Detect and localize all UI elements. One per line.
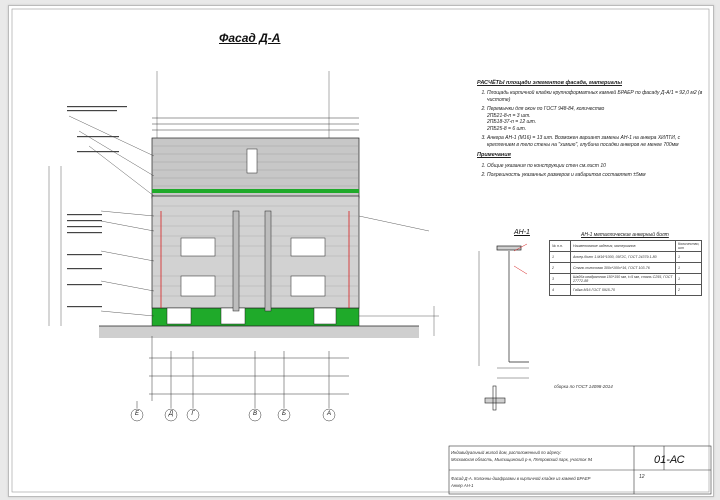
remark-item: Общие указания по конструкции стен см.ли… xyxy=(487,163,707,170)
axis-label-g: Г xyxy=(191,411,195,417)
sheet-title: Фасад Д-А xyxy=(219,31,281,45)
gost-note: сборка по ГОСТ 14098-2014 xyxy=(554,384,613,389)
sheet-number: 12 xyxy=(639,474,645,480)
left-leader-lines xyxy=(48,115,155,326)
notes-block: РАСЧЁТЫ площади элементов фасада, матери… xyxy=(477,80,707,182)
table-row: 1 Анкер-болт 1.М16*1000, 09Г2С, ГОСТ 243… xyxy=(549,251,703,263)
calc-item: Перемычки для окон по ГОСТ 948-84, колич… xyxy=(487,106,707,133)
axis-label-a: А xyxy=(326,411,331,417)
bottom-dimension-chains xyxy=(149,336,349,401)
axis-label-e: Е xyxy=(134,411,139,417)
stamp-line: Анкер АН-1 xyxy=(451,483,474,488)
remarks-title: Примечания xyxy=(477,152,511,159)
drawing-sheet: Фасад Д-А xyxy=(8,5,714,497)
stamp-line: Фасад Д-А. Колонны-диафрагмы в кирпичной… xyxy=(451,476,591,481)
stamp-line: Индивидуальный жилой дом, расположенный … xyxy=(451,450,562,455)
table-row: 3 Шайба квадратная 150*150 мм, t=5 мм, с… xyxy=(549,273,703,285)
drawing-code: 01-АС xyxy=(654,454,685,466)
calc-item: Анкера АН-1 (М16) = 13 шт. Возможен вари… xyxy=(487,135,707,149)
table-row: 4 Гайка М16 ГОСТ 5915-70 2 xyxy=(549,284,703,296)
facade-drawing xyxy=(11,8,712,495)
calc-item: Площадь кирпичной кладки крупноформатных… xyxy=(487,90,707,104)
top-dimension-chain xyxy=(152,117,359,131)
table-row: 2 Сталь полосовая 300х*100х*16, ГОСТ 103… xyxy=(549,262,703,274)
title-block: Индивидуальный жилой дом, расположенный … xyxy=(449,446,713,496)
anchor-detail xyxy=(478,245,529,379)
anchor-label: АН-1 xyxy=(514,229,530,236)
axis-label-v: В xyxy=(252,411,257,417)
axis-bubbles xyxy=(130,401,336,422)
remark-item: Погрешность указанных размеров и габарит… xyxy=(487,172,707,179)
calc-title: РАСЧЁТЫ площади элементов фасада, матери… xyxy=(477,80,623,86)
spec-title: АН-1 металлические анкерный болт xyxy=(581,232,669,238)
spec-table: № п.п. Наименование изделия, материалов … xyxy=(549,240,703,296)
stamp-line: Московская область, Мытищинский р-н, Пет… xyxy=(451,457,593,462)
spec-header-row: № п.п. Наименование изделия, материалов … xyxy=(549,240,703,252)
axis-label-d: Д xyxy=(168,411,174,417)
axis-label-b: Б xyxy=(282,411,286,417)
title-block-frame xyxy=(448,445,712,495)
